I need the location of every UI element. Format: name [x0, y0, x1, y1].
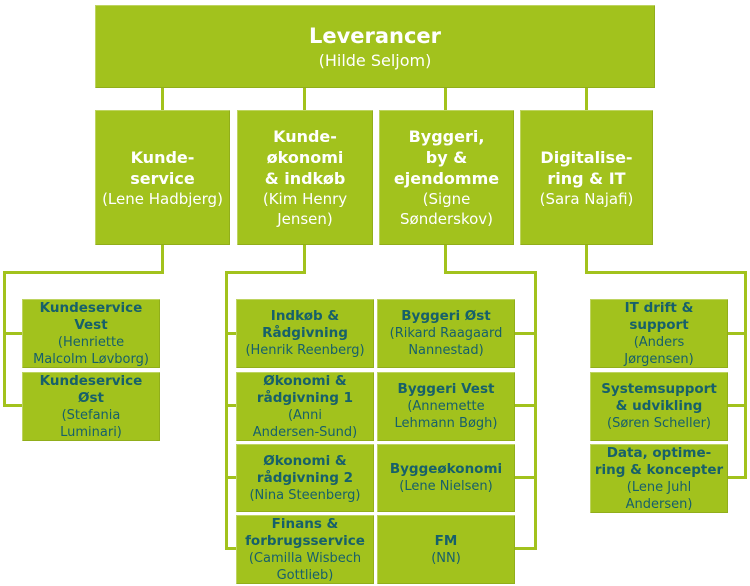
- connector: [728, 332, 744, 335]
- org-box-data-optimering-koncepter: Data, optime- ring & koncepter (Lene Juh…: [590, 444, 728, 513]
- connector: [303, 88, 306, 110]
- connector: [585, 271, 747, 274]
- org-box-fm: FM (NN): [377, 515, 515, 584]
- org-box-byggeri-by-ejendomme: Byggeri, by & ejendomme (Signe Søndersko…: [379, 110, 514, 245]
- org-box-it-drift-support: IT drift & support (Anders Jørgensen): [590, 299, 728, 368]
- org-box-kundeservice: Kunde- service (Lene Hadbjerg): [95, 110, 230, 245]
- connector: [225, 404, 236, 407]
- connector: [534, 271, 537, 550]
- box-manager: (Signe Sønderskov): [400, 190, 493, 228]
- connector: [225, 332, 236, 335]
- box-title: FM: [434, 532, 458, 549]
- box-manager: (Henriette Malcolm Løvborg): [33, 334, 149, 367]
- connector: [744, 271, 747, 479]
- connector: [585, 245, 588, 274]
- box-manager: (Anders Jørgensen): [624, 334, 694, 367]
- org-box-byggeri-ost: Byggeri Øst (Rikard Raagaard Nannestad): [377, 299, 515, 368]
- box-manager: (Anni Andersen-Sund): [252, 407, 358, 440]
- org-box-byggeokonomi: Byggeøkonomi (Lene Nielsen): [377, 444, 515, 512]
- connector: [444, 271, 537, 274]
- box-title: Leverancer: [308, 23, 442, 48]
- box-title: Indkøb & Rådgivning: [262, 308, 348, 341]
- box-manager: (Lene Nielsen): [399, 479, 493, 494]
- org-box-systemsupport-udvikling: Systemsupport & udvikling (Søren Schelle…: [590, 372, 728, 441]
- box-manager: (NN): [431, 550, 461, 566]
- box-manager: (Henrik Reenberg): [245, 343, 365, 358]
- box-title: Byggeri Øst: [401, 308, 491, 324]
- box-manager: (Kim Henry Jensen): [262, 190, 348, 228]
- connector: [303, 245, 306, 274]
- org-box-kundeservice-vest: Kundeservice Vest (Henriette Malcolm Løv…: [22, 299, 160, 368]
- box-manager: (Lene Hadbjerg): [102, 189, 223, 208]
- org-box-finans-forbrugsservice: Finans & forbrugsservice (Camilla Wisbec…: [236, 515, 374, 584]
- connector: [728, 476, 744, 479]
- connector: [444, 88, 447, 110]
- box-manager: (Søren Scheller): [607, 416, 711, 431]
- box-title: Digitalise- ring & IT: [540, 147, 633, 188]
- box-title: Systemsupport & udvikling: [601, 381, 717, 414]
- box-manager: (Lene Juhl Andersen): [625, 479, 693, 512]
- box-title: Finans & forbrugsservice: [245, 515, 365, 549]
- org-box-byggeri-vest: Byggeri Vest (Annemette Lehmann Bøgh): [377, 372, 515, 441]
- connector: [225, 476, 236, 479]
- box-manager: (Stefania Luminari): [60, 407, 122, 440]
- box-title: Økonomi & rådgivning 1: [256, 372, 354, 406]
- org-box-okonomi-radgivning-2: Økonomi & rådgivning 2 (Nina Steenberg): [236, 444, 374, 512]
- box-manager: (Sara Najafi): [539, 189, 634, 208]
- connector: [225, 271, 228, 550]
- box-manager: (Annemette Lehmann Bøgh): [394, 399, 498, 431]
- connector: [515, 547, 534, 550]
- connector: [444, 245, 447, 274]
- connector: [3, 332, 22, 335]
- org-box-digitalisering-it: Digitalise- ring & IT (Sara Najafi): [520, 110, 653, 245]
- box-manager: (Nina Steenberg): [249, 487, 361, 503]
- connector: [515, 404, 534, 407]
- box-title: Byggeri, by & ejendomme: [393, 127, 500, 188]
- box-manager: (Camilla Wisbech Gottlieb): [248, 550, 362, 583]
- box-title: Kunde- service: [130, 147, 195, 188]
- box-manager: (Rikard Raagaard Nannestad): [389, 326, 503, 358]
- connector: [225, 547, 236, 550]
- connector: [3, 271, 164, 274]
- connector: [161, 88, 164, 110]
- connector: [585, 88, 588, 110]
- connector: [515, 476, 534, 479]
- box-title: Kundeservice Vest: [39, 299, 143, 333]
- box-title: Kundeservice Øst: [39, 372, 143, 406]
- connector: [515, 332, 534, 335]
- connector: [728, 404, 744, 407]
- org-box-indkob-radgivning: Indkøb & Rådgivning (Henrik Reenberg): [236, 299, 374, 368]
- box-title: Økonomi & rådgivning 2: [256, 452, 354, 486]
- org-box-kundeservice-ost: Kundeservice Øst (Stefania Luminari): [22, 372, 160, 441]
- org-box-leverancer: Leverancer (Hilde Seljom): [95, 5, 655, 88]
- org-box-kundeokonomi-indkob: Kunde- økonomi & indkøb (Kim Henry Jense…: [237, 110, 373, 245]
- org-box-okonomi-radgivning-1: Økonomi & rådgivning 1 (Anni Andersen-Su…: [236, 372, 374, 441]
- box-title: Byggeøkonomi: [389, 461, 503, 477]
- connector: [225, 271, 306, 274]
- box-title: Data, optime- ring & koncepter: [594, 444, 724, 478]
- connector: [161, 245, 164, 274]
- box-title: Kunde- økonomi & indkøb: [264, 127, 346, 188]
- box-title: Byggeri Vest: [397, 381, 495, 397]
- box-title: IT drift & support: [624, 299, 694, 333]
- connector: [3, 271, 6, 407]
- box-manager: (Hilde Seljom): [318, 50, 432, 70]
- connector: [3, 404, 22, 407]
